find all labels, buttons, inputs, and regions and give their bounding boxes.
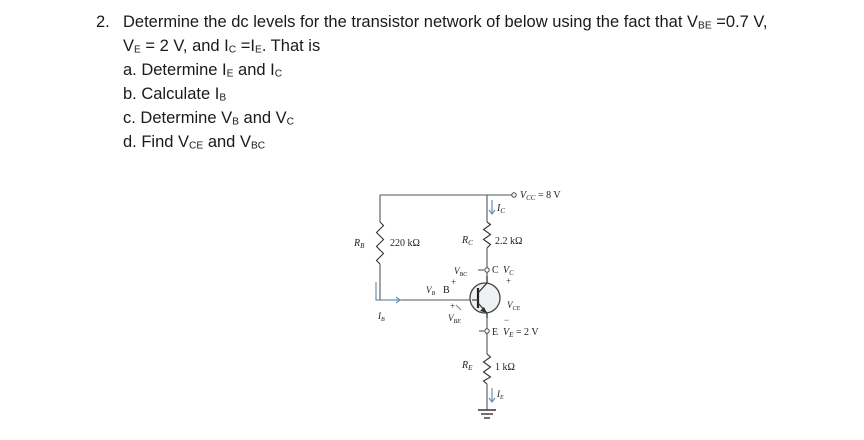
part-text: c. Determine V bbox=[123, 109, 233, 127]
subscript: BE bbox=[698, 20, 712, 32]
rb-label: RB bbox=[353, 238, 365, 250]
vce-minus: − bbox=[504, 315, 509, 325]
ic-label: IC bbox=[496, 203, 505, 215]
vce-label: VCE bbox=[507, 300, 521, 312]
rc-label: RC bbox=[461, 235, 473, 247]
e-node-label: E bbox=[492, 327, 498, 338]
rc-resistor bbox=[482, 221, 492, 249]
vcc-label: VCC = 8 V bbox=[520, 190, 561, 202]
rc-value: 2.2 kΩ bbox=[495, 236, 522, 247]
subscript: CE bbox=[189, 140, 204, 152]
subscript: BC bbox=[250, 140, 266, 152]
question-line-1: 2. Determine the dc levels for the trans… bbox=[96, 10, 768, 34]
vbc-plus: + bbox=[451, 277, 456, 287]
question-text: Determine the dc levels for the transist… bbox=[123, 10, 768, 34]
transistor-body bbox=[469, 282, 501, 314]
re-value: 1 kΩ bbox=[495, 362, 515, 373]
part-b: b. Calculate IB bbox=[123, 82, 768, 106]
re-resistor bbox=[482, 353, 492, 385]
question-text-part: V bbox=[123, 37, 135, 55]
question-number: 2. bbox=[96, 13, 110, 31]
vc-label: VC bbox=[503, 265, 514, 277]
subscript: E bbox=[254, 44, 262, 56]
vc-plus: + bbox=[506, 276, 511, 286]
question-text-part: = 2 V, and I bbox=[140, 37, 229, 55]
ie-arrow bbox=[488, 388, 496, 403]
subscript: C bbox=[286, 116, 295, 128]
question-text-part: Determine the dc levels for the transist… bbox=[123, 13, 699, 31]
part-text: and V bbox=[203, 133, 251, 151]
subscript: E bbox=[134, 44, 141, 56]
subscript: E bbox=[226, 68, 234, 80]
question-text-part: =0.7 V, bbox=[711, 13, 768, 31]
rb-value: 220 kΩ bbox=[390, 238, 420, 249]
part-text: and V bbox=[238, 109, 287, 127]
vb-label: VB bbox=[426, 285, 436, 297]
subscript: C bbox=[228, 44, 237, 56]
vcc-terminal bbox=[511, 192, 517, 198]
ie-label: IE bbox=[496, 389, 504, 401]
ve-label: VE = 2 V bbox=[503, 327, 539, 339]
vbe-plus: + bbox=[450, 301, 455, 311]
subscript: C bbox=[274, 68, 283, 80]
vbe-label: VBE bbox=[448, 313, 461, 325]
transistor-collector-lead bbox=[477, 282, 488, 294]
part-text: b. Calculate I bbox=[123, 85, 220, 103]
question-text-part: =I bbox=[236, 37, 255, 55]
b-node-label: B bbox=[443, 285, 450, 296]
re-label: RE bbox=[461, 360, 473, 372]
part-d: d. Find VCE and VBC bbox=[123, 130, 768, 154]
question-text-part: . That is bbox=[261, 37, 321, 55]
ib-arrow bbox=[375, 282, 401, 304]
subscript: B bbox=[219, 92, 227, 104]
transistor-circuit-diagram: VCC = 8 V IC RB 220 kΩ RC 2.2 kΩ VBC C V… bbox=[353, 190, 561, 419]
subscript: B bbox=[232, 116, 239, 128]
rb-resistor bbox=[375, 221, 385, 265]
question-block: 2. Determine the dc levels for the trans… bbox=[96, 10, 768, 154]
parts-list: a. Determine IE and IC b. Calculate IB c… bbox=[96, 58, 768, 154]
collector-node bbox=[484, 267, 490, 273]
part-text: and I bbox=[233, 61, 275, 79]
question-line-2: VE = 2 V, and IC =IE. That is bbox=[96, 34, 768, 58]
emitter-node bbox=[484, 328, 490, 334]
part-c: c. Determine VB and VC bbox=[123, 106, 768, 130]
vbc-label: VBC bbox=[454, 266, 468, 278]
part-text: d. Find V bbox=[123, 133, 190, 151]
part-a: a. Determine IE and IC bbox=[123, 58, 768, 82]
vbe-arrow bbox=[455, 304, 462, 311]
part-text: a. Determine I bbox=[123, 61, 227, 79]
ic-arrow bbox=[488, 200, 496, 215]
ib-label: IB bbox=[377, 311, 385, 323]
c-node-label: C bbox=[492, 265, 499, 276]
emitter-arrow bbox=[480, 307, 487, 313]
